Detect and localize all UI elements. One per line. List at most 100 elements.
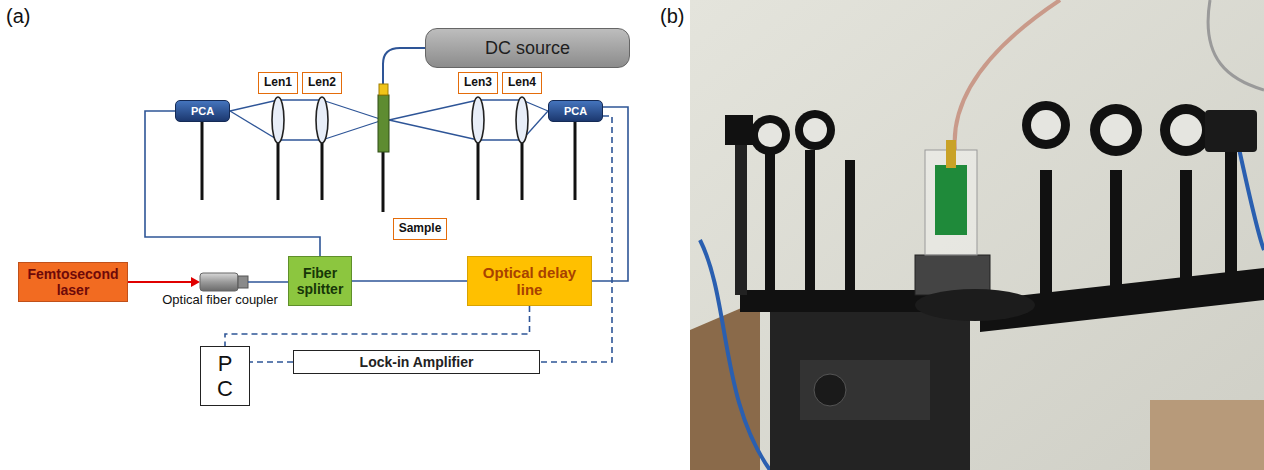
lab-photo	[750, 115, 790, 155]
lab-photo	[1022, 101, 1070, 149]
terahertz-beam	[278, 139, 322, 140]
part-label: Optical fiber coupler	[160, 292, 280, 308]
lens-label: Len3	[458, 72, 498, 94]
terahertz-beam	[322, 100, 383, 120]
lab-photo	[805, 150, 815, 295]
lab-photo	[1180, 170, 1192, 282]
lab-photo	[803, 118, 827, 142]
delay-line-box: Optical delay line	[467, 256, 592, 306]
optical-post	[521, 143, 524, 200]
lab-photo	[1110, 170, 1122, 288]
lab-photo	[1031, 110, 1061, 140]
dc-wire	[383, 48, 425, 84]
lab-photo	[758, 123, 782, 147]
dc-wire	[383, 48, 425, 84]
panel-label: (b)	[660, 4, 720, 28]
node-text: Fiber splitter	[293, 265, 347, 297]
lens-symbol	[316, 97, 328, 143]
lab-photo	[1205, 110, 1257, 152]
laser-arrow	[191, 277, 200, 287]
fiber-coupler	[200, 273, 238, 291]
node-text: DC source	[485, 38, 570, 59]
sample-holder	[378, 95, 389, 152]
lens-label: Len1	[258, 72, 298, 94]
terahertz-beam	[389, 120, 478, 140]
fiber-coupler	[248, 281, 288, 283]
fiber-coupler	[200, 273, 288, 291]
sample-label: Sample	[393, 218, 447, 240]
panel-label: (a)	[6, 4, 66, 28]
fiber-line	[352, 280, 467, 282]
power-supply-box: DC source	[425, 28, 630, 68]
computer-box: P C	[200, 346, 250, 406]
terahertz-beam	[278, 99, 322, 100]
optical-post	[277, 143, 280, 200]
sample-holder	[379, 84, 388, 95]
optical-post	[382, 152, 385, 212]
laser-box: Femtosecond laser	[18, 262, 128, 302]
lab-photo	[1208, 0, 1264, 90]
lab-photo	[935, 165, 967, 235]
lab-photo	[770, 312, 970, 470]
lab-photo	[800, 360, 930, 420]
amplifier-box: Lock-in Amplifier	[293, 350, 540, 374]
node-text: PCA	[564, 105, 587, 118]
signal-line	[225, 306, 530, 346]
node-text: Len4	[508, 76, 536, 90]
node-text: Sample	[399, 222, 442, 236]
optical-post	[574, 122, 577, 200]
lab-photo	[1150, 400, 1264, 470]
fiber-line	[592, 107, 628, 281]
lab-photo	[955, 0, 1060, 150]
lab-photo	[915, 289, 1035, 321]
lab-photo	[1225, 152, 1237, 282]
terahertz-beam	[322, 120, 383, 140]
splitter-box: Fiber splitter	[288, 256, 352, 306]
signal-line	[540, 116, 612, 362]
node-text: Len3	[464, 76, 492, 90]
lab-photo	[1100, 114, 1132, 146]
lab-photo	[725, 115, 753, 145]
lab-photo	[946, 140, 956, 168]
terahertz-beam	[230, 100, 278, 111]
lab-photo	[814, 374, 846, 406]
lens-symbol	[516, 97, 528, 143]
lab-photo	[765, 150, 775, 295]
lab-photo	[915, 255, 990, 295]
lab-photo	[735, 140, 747, 295]
laser-arrow	[128, 277, 200, 287]
node-text: Len2	[308, 76, 336, 90]
terahertz-beam	[389, 100, 478, 120]
lens-symbol	[272, 97, 284, 143]
signal-line	[250, 361, 293, 363]
terahertz-beam	[478, 139, 522, 140]
fiber-line	[145, 111, 320, 256]
node-text: Len1	[264, 76, 292, 90]
terahertz-beam	[478, 99, 522, 100]
antenna-box: PCA	[175, 100, 230, 122]
lens-label: Len2	[302, 72, 342, 94]
sample-holder	[378, 84, 389, 152]
node-text: Femtosecond laser	[23, 266, 123, 298]
lab-photo	[1160, 104, 1212, 156]
lab-photo	[690, 0, 1264, 470]
lab-photo	[845, 160, 855, 295]
optical-post	[321, 143, 324, 200]
lab-photo	[1170, 114, 1202, 146]
lens-symbol	[472, 97, 484, 143]
lens-label: Len4	[502, 72, 542, 94]
terahertz-beam	[230, 111, 278, 140]
fiber-coupler	[238, 276, 248, 288]
node-text: Optical delay line	[472, 264, 587, 299]
lab-photo	[1040, 170, 1052, 295]
node-text: PCA	[191, 105, 214, 118]
laser-arrow	[128, 281, 192, 283]
optical-post	[477, 143, 480, 200]
lab-photo	[1090, 104, 1142, 156]
lab-photo	[795, 110, 835, 150]
node-text: Lock-in Amplifier	[360, 354, 474, 370]
